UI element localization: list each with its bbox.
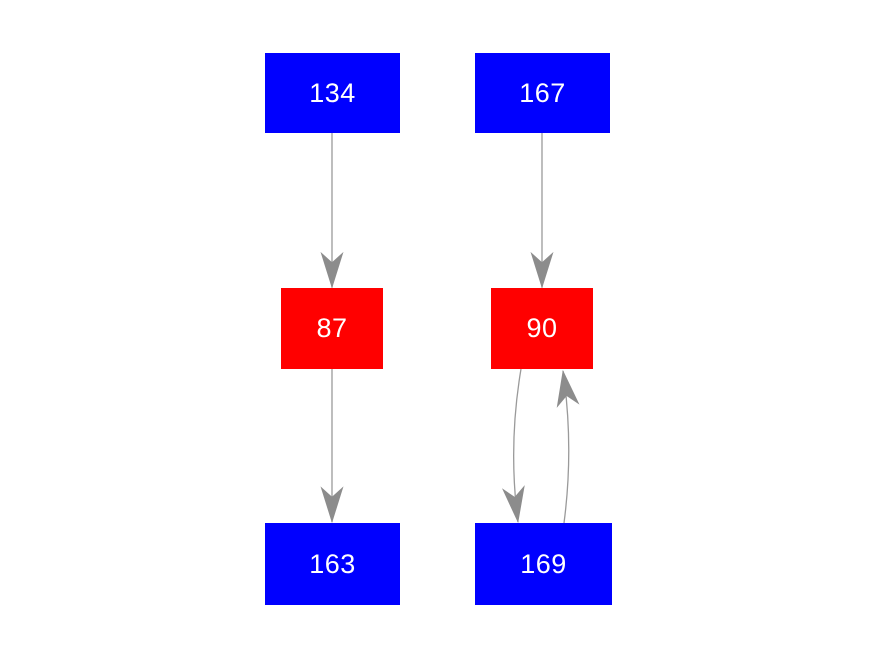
node-169[interactable]: 169 <box>475 523 612 605</box>
node-163-label: 163 <box>309 548 356 579</box>
node-167-label: 167 <box>519 77 566 108</box>
node-134-label: 134 <box>309 77 356 108</box>
node-90[interactable]: 90 <box>491 288 593 369</box>
node-167[interactable]: 167 <box>475 53 610 133</box>
edge-90-to-169 <box>501 368 525 524</box>
node-163[interactable]: 163 <box>265 523 400 605</box>
node-134[interactable]: 134 <box>265 53 400 133</box>
node-87-label: 87 <box>316 313 348 343</box>
node-87[interactable]: 87 <box>281 288 383 369</box>
edge-169-to-90 <box>556 369 580 524</box>
node-90-label: 90 <box>526 313 558 343</box>
node-169-label: 169 <box>520 548 567 579</box>
